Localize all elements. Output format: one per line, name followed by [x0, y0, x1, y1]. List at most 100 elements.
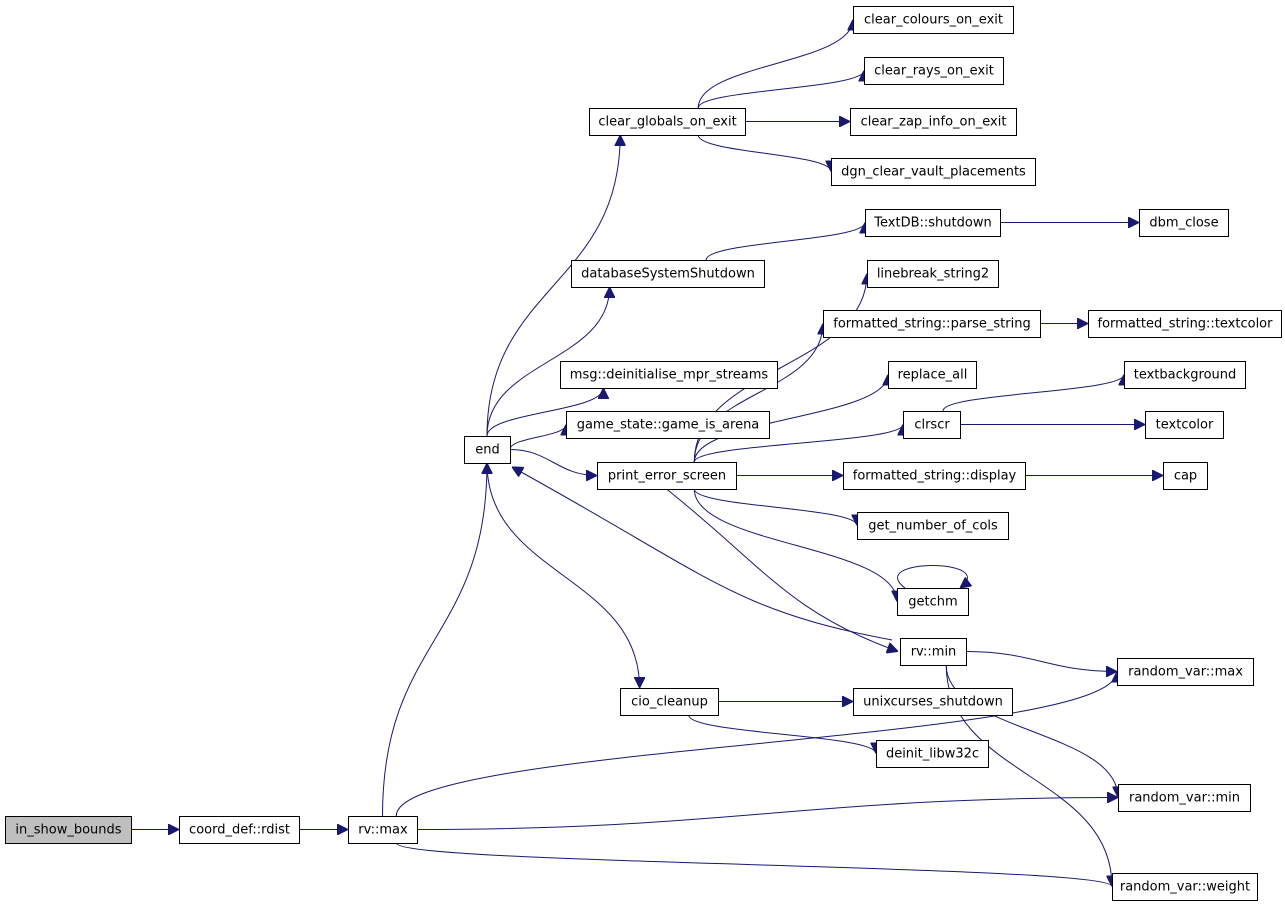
node-clear-colours-on-exit[interactable]: clear_colours_on_exit [853, 6, 1014, 34]
node-label: clear_rays_on_exit [874, 64, 994, 79]
node-replace-all[interactable]: replace_all [888, 361, 977, 389]
node-random-var-weight[interactable]: random_var::weight [1112, 873, 1258, 901]
node-clrscr[interactable]: clrscr [903, 411, 961, 439]
node-label: rv::min [911, 645, 957, 660]
node-parse-string[interactable]: formatted_string::parse_string [823, 310, 1041, 338]
node-box [1118, 784, 1251, 812]
node-label: clear_globals_on_exit [598, 115, 736, 130]
edge-end-to-game-is-arena [509, 424, 566, 450]
node-box [464, 436, 511, 464]
node-label: get_number_of_cols [868, 519, 998, 534]
node-clear-zap-info-on-exit[interactable]: clear_zap_info_on_exit [850, 108, 1017, 136]
node-label: textcolor [1156, 418, 1214, 433]
node-dgn-clear-vault-placements[interactable]: dgn_clear_vault_placements [831, 158, 1036, 186]
node-print-error-screen[interactable]: print_error_screen [597, 462, 737, 490]
node-linebreak-string2[interactable]: linebreak_string2 [867, 260, 999, 288]
edge-rv-max-to-random-var-min [416, 798, 1118, 830]
node-cio-cleanup[interactable]: cio_cleanup [620, 688, 719, 716]
edge-clear-globals-on-exit-to-clear-colours-on-exit [697, 20, 853, 109]
node-cap[interactable]: cap [1163, 462, 1208, 490]
node-label: coord_def::rdist [189, 823, 290, 838]
node-label: clear_zap_info_on_exit [861, 115, 1007, 130]
node-random-var-max[interactable]: random_var::max [1117, 658, 1254, 686]
node-msg-deinitialise[interactable]: msg::deinitialise_mpr_streams [560, 361, 778, 389]
node-box [1124, 361, 1246, 389]
node-fs-display[interactable]: formatted_string::display [843, 462, 1026, 490]
node-label: replace_all [898, 368, 968, 383]
node-box [831, 158, 1036, 186]
edge-end-to-databaseSystemShutdown [486, 287, 610, 437]
node-in-show-bounds[interactable]: in_show_bounds [5, 816, 132, 844]
node-label: TextDB::shutdown [873, 216, 991, 231]
edge-end-to-msg-deinitialise [486, 387, 603, 437]
node-label: formatted_string::textcolor [1098, 317, 1274, 332]
node-game-is-arena[interactable]: game_state::game_is_arena [566, 411, 770, 439]
node-box [1139, 209, 1229, 237]
node-label: clrscr [914, 418, 950, 433]
node-textcolor[interactable]: textcolor [1145, 411, 1224, 439]
node-label: getchm [908, 595, 957, 610]
node-box [853, 688, 1013, 716]
node-box [853, 6, 1014, 34]
edge-print-error-screen-to-getchm [693, 488, 897, 602]
node-label: random_var::max [1128, 665, 1243, 680]
node-dbm-close[interactable]: dbm_close [1139, 209, 1229, 237]
node-fs-textcolor[interactable]: formatted_string::textcolor [1088, 310, 1282, 338]
node-box [1163, 462, 1208, 490]
node-box [620, 688, 719, 716]
node-box [1088, 310, 1282, 338]
node-clear-globals-on-exit[interactable]: clear_globals_on_exit [589, 108, 746, 136]
edge-end-to-cio-cleanup [486, 462, 640, 688]
edge-print-error-screen-to-clrscr [693, 424, 903, 463]
node-box [560, 361, 778, 389]
call-edges [131, 20, 1163, 887]
edge-rv-max-to-end [382, 463, 488, 817]
node-box [5, 816, 132, 844]
node-box [843, 462, 1026, 490]
node-box [179, 816, 300, 844]
edge-rv-max-to-random-var-weight [395, 842, 1112, 887]
node-box [867, 260, 999, 288]
node-box [888, 361, 977, 389]
node-textdb-shutdown[interactable]: TextDB::shutdown [865, 209, 1001, 237]
node-getchm[interactable]: getchm [897, 588, 969, 616]
node-label: in_show_bounds [15, 823, 121, 838]
node-end[interactable]: end [464, 436, 511, 464]
call-nodes: in_show_bounds coord_def::rdist rv::max end… [5, 6, 1282, 901]
node-box [900, 638, 967, 666]
node-get-number-of-cols[interactable]: get_number_of_cols [857, 512, 1009, 540]
edge-databaseSystemShutdown-to-textdb-shutdown [705, 222, 865, 261]
node-label: print_error_screen [608, 469, 726, 484]
node-label: clear_colours_on_exit [864, 13, 1003, 28]
node-label: dgn_clear_vault_placements [841, 165, 1026, 180]
node-label: msg::deinitialise_mpr_streams [570, 368, 769, 383]
node-box [850, 108, 1017, 136]
node-label: dbm_close [1149, 216, 1218, 231]
node-clear-rays-on-exit[interactable]: clear_rays_on_exit [864, 57, 1004, 85]
node-random-var-min[interactable]: random_var::min [1118, 784, 1251, 812]
node-coord-def-rdist[interactable]: coord_def::rdist [179, 816, 300, 844]
node-label: random_var::min [1129, 791, 1240, 806]
node-box [1112, 873, 1258, 901]
node-deinit-libw32c[interactable]: deinit_libw32c [876, 740, 989, 768]
node-label: databaseSystemShutdown [581, 267, 755, 282]
edge-rv-min-to-random-var-max [965, 651, 1117, 672]
edge-cio-cleanup-to-deinit-libw32c [688, 714, 876, 754]
node-box [823, 310, 1041, 338]
node-label: linebreak_string2 [877, 267, 989, 282]
node-rv-min[interactable]: rv::min [900, 638, 967, 666]
edge-print-error-screen-to-replace-all [693, 375, 888, 463]
node-label: game_state::game_is_arena [577, 418, 760, 433]
node-box [876, 740, 989, 768]
node-rv-max[interactable]: rv::max [348, 816, 418, 844]
node-label: random_var::weight [1120, 880, 1250, 895]
node-label: rv::max [358, 823, 408, 838]
node-textbackground[interactable]: textbackground [1124, 361, 1246, 389]
node-box [1117, 658, 1254, 686]
node-unixcurses-shutdown[interactable]: unixcurses_shutdown [853, 688, 1013, 716]
node-label: cap [1174, 469, 1197, 484]
edge-rv-min-to-end [512, 467, 893, 641]
node-box [897, 588, 969, 616]
node-databaseSystemShutdown[interactable]: databaseSystemShutdown [571, 260, 765, 288]
